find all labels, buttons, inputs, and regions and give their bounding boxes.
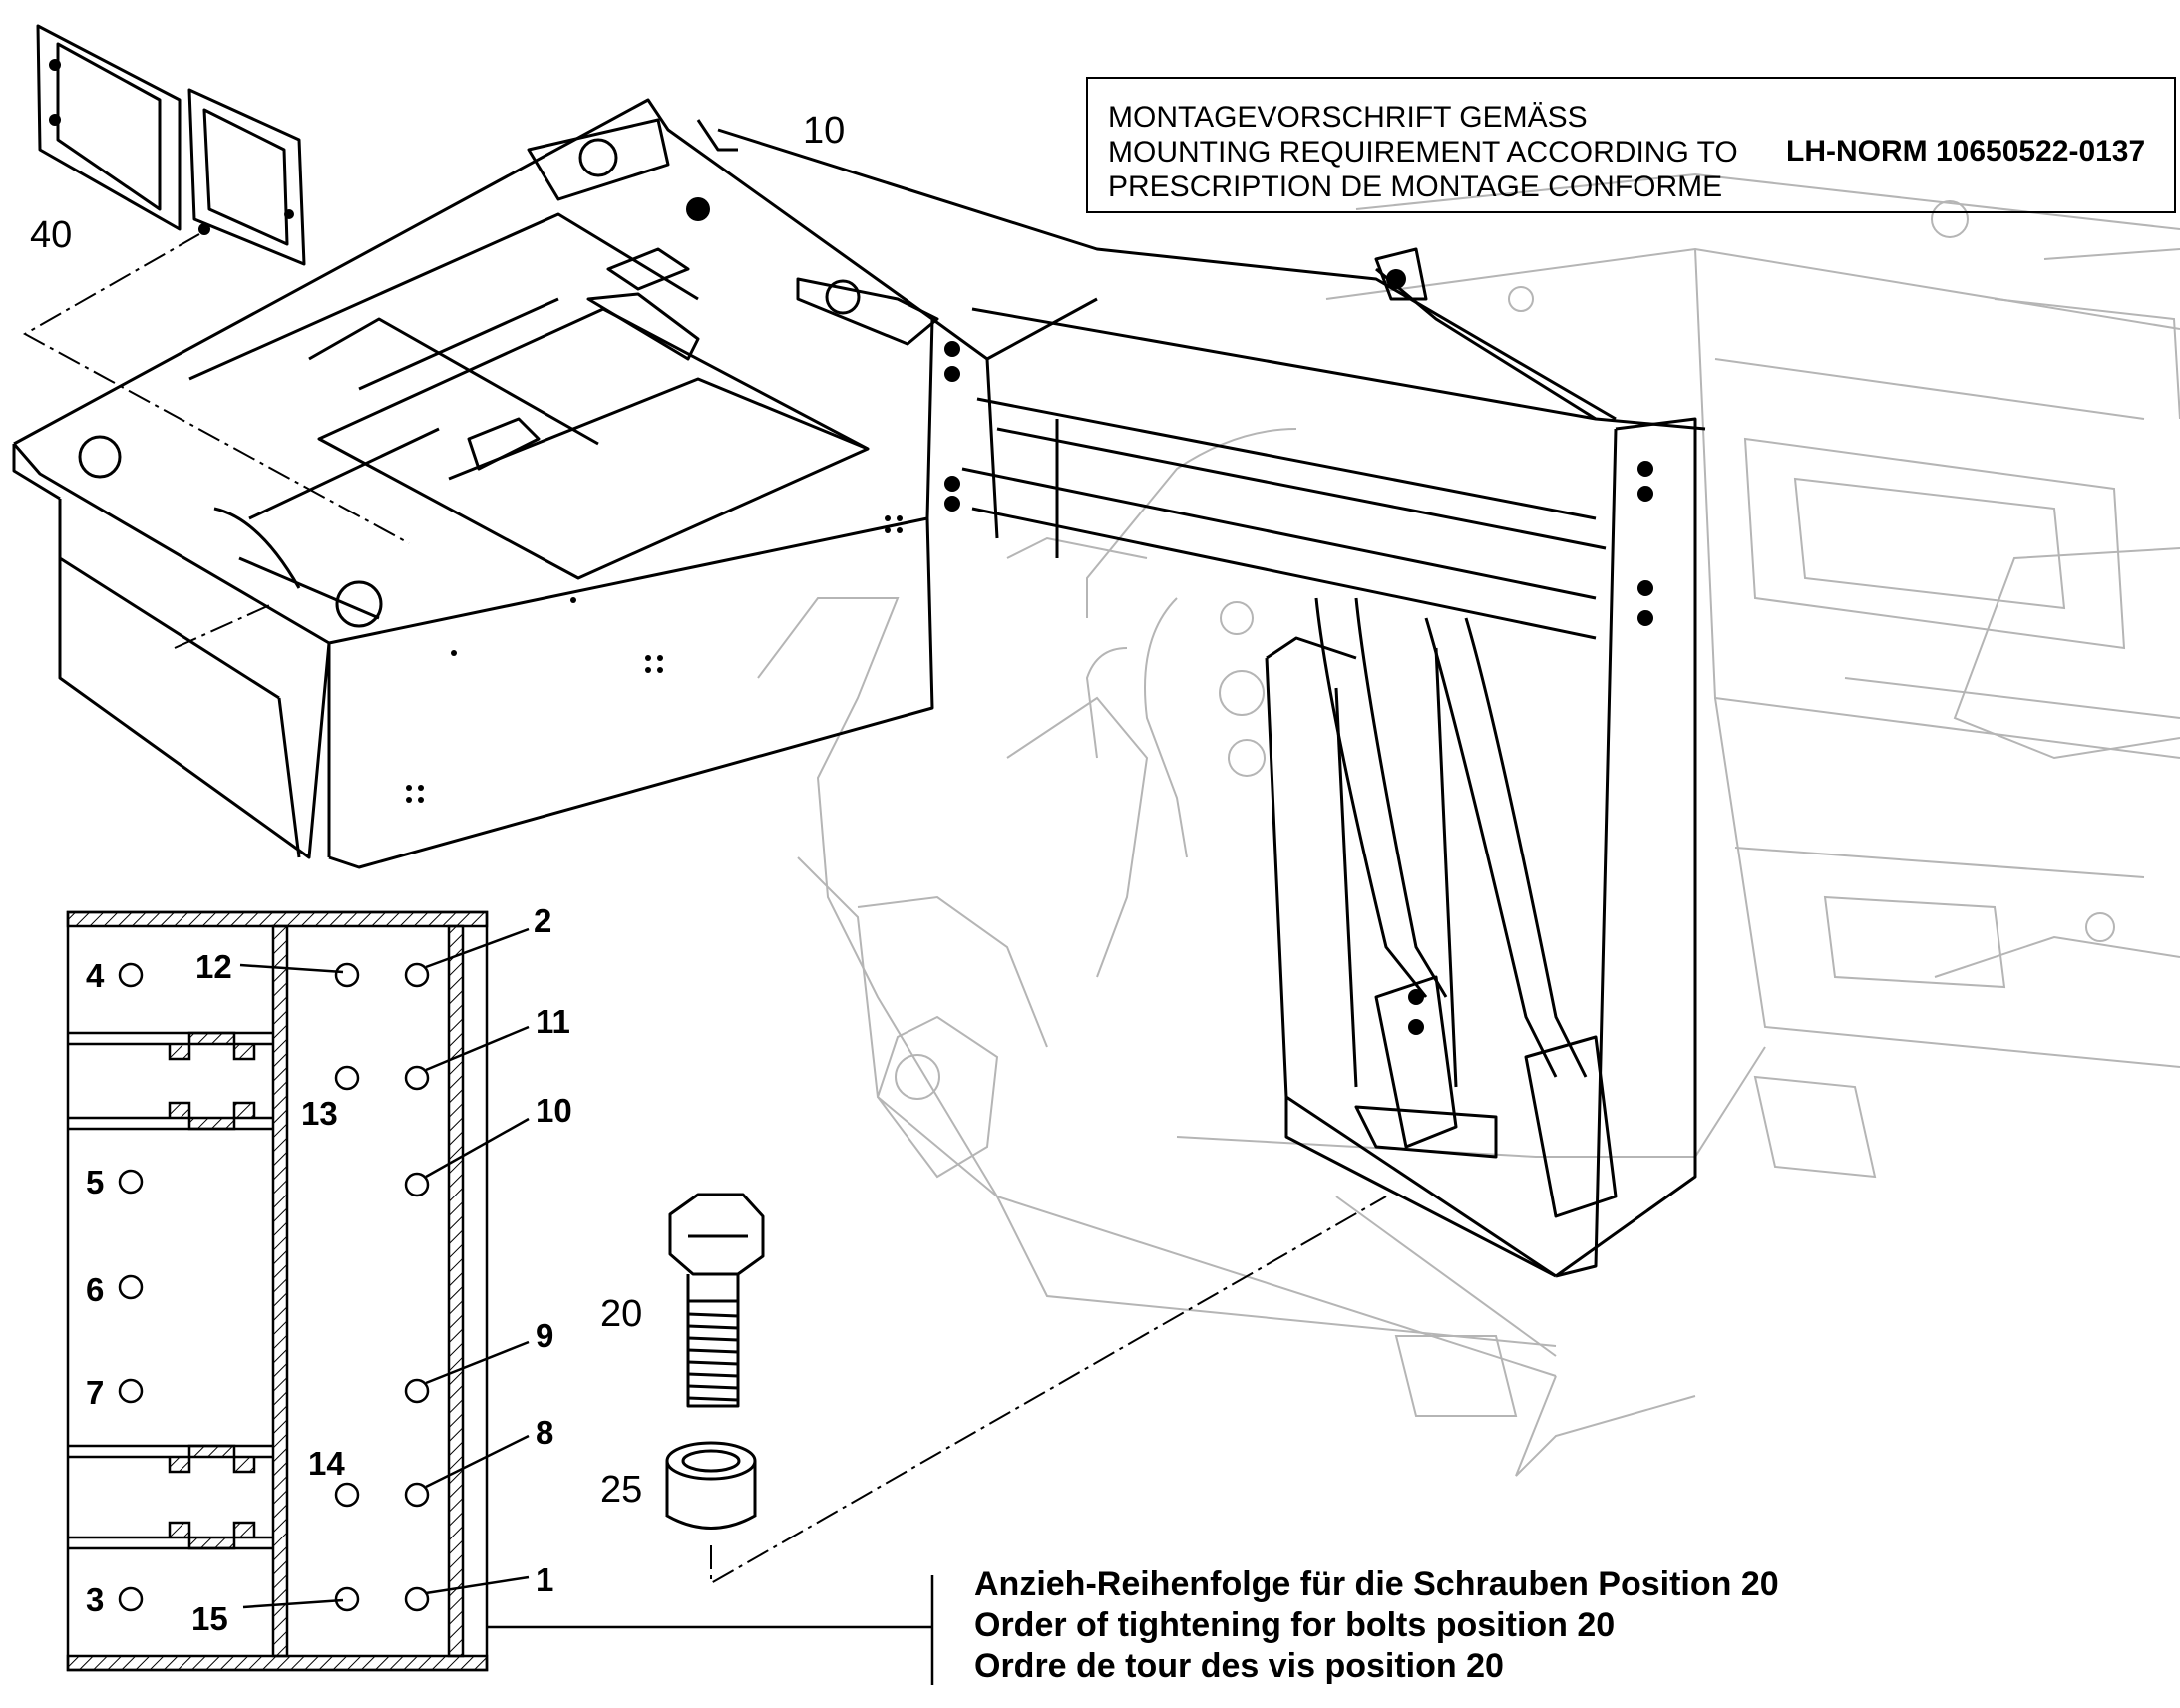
note-line-de: MONTAGEVORSCHRIFT GEMÄSS	[1108, 101, 1588, 134]
frame-fasteners	[686, 197, 1653, 1035]
sequence-number-8: 8	[536, 1414, 554, 1451]
sequence-number-9: 9	[536, 1317, 554, 1354]
storage-box	[12, 98, 939, 869]
sequence-number-7: 7	[86, 1374, 105, 1411]
assembly-lines	[22, 233, 1387, 1585]
cover-plate-bolts	[49, 59, 294, 235]
undercarriage-ghost	[757, 172, 2180, 1477]
sequence-number-4: 4	[86, 957, 105, 994]
note-line-en: MOUNTING REQUIREMENT ACCORDING TO	[1108, 136, 1738, 169]
sequence-number-6: 6	[86, 1271, 105, 1308]
sequence-number-11: 11	[536, 1003, 570, 1040]
sequence-number-3: 3	[86, 1581, 105, 1618]
sequence-number-14: 14	[308, 1445, 345, 1482]
spacer-part	[665, 1441, 757, 1530]
sequence-number-2: 2	[534, 902, 552, 939]
callout-cover-plate: 40	[30, 214, 73, 256]
sequence-number-12: 12	[195, 948, 232, 985]
sequence-number-15: 15	[191, 1600, 228, 1637]
callout-frame-assembly: 10	[803, 110, 846, 152]
bolt-thread	[687, 1312, 739, 1402]
note-line-fr: PRESCRIPTION DE MONTAGE CONFORME	[1108, 171, 1723, 203]
norm-reference: LH-NORM 10650522-0137	[1786, 135, 2146, 168]
sequence-number-13: 13	[301, 1095, 338, 1132]
caption-fr: Ordre de tour des vis position 20	[974, 1647, 1504, 1685]
tightening-diagram	[66, 910, 934, 1685]
box-mounting-holes	[406, 515, 903, 803]
caption-de: Anzieh-Reihenfolge für die Schrauben Pos…	[974, 1565, 1779, 1603]
sequence-number-10: 10	[536, 1092, 572, 1129]
sequence-number-1: 1	[536, 1561, 554, 1598]
callout-spacer: 25	[600, 1469, 643, 1511]
mounting-note-box: MONTAGEVORSCHRIFT GEMÄSS MOUNTING REQUIR…	[1086, 77, 2176, 213]
caption-en: Order of tightening for bolts position 2…	[974, 1606, 1616, 1644]
sequence-number-5: 5	[86, 1164, 105, 1200]
support-frame	[696, 119, 1706, 1278]
callout-bolt: 20	[600, 1293, 643, 1335]
cover-plate	[36, 24, 306, 266]
